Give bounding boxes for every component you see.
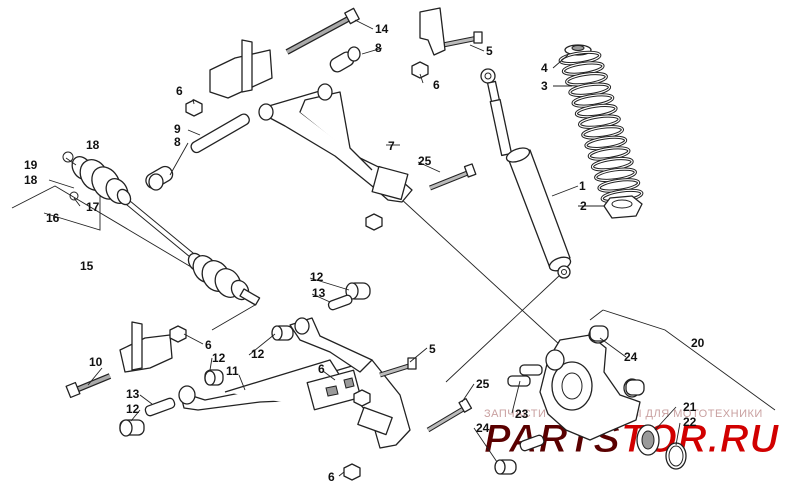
callout-12-top: 12 — [310, 270, 324, 284]
callout-13-top: 13 — [312, 286, 326, 300]
knuckle-assembly — [494, 325, 687, 475]
callout-11: 11 — [226, 364, 239, 378]
lower-mount-bracket — [119, 321, 173, 373]
callout-6-bottom: 6 — [328, 470, 335, 484]
callout-6-upper-left: 6 — [176, 84, 183, 98]
callout-24-lower: 24 — [476, 421, 490, 435]
callout-23: 23 — [515, 407, 529, 421]
drive-axle — [62, 151, 261, 306]
callout-25-lower: 25 — [476, 377, 490, 391]
callout-4: 4 — [541, 61, 548, 75]
upper-nuts — [185, 61, 429, 231]
watermark-logo-part1: PARTS — [484, 417, 621, 461]
callout-8-left: 8 — [174, 135, 181, 149]
assembly-leaders — [11, 185, 776, 411]
upper-a-arm — [258, 83, 413, 203]
callout-labels: 1 2 3 4 5 5 6 6 6 6 6 7 8 8 9 10 11 12 1… — [24, 22, 705, 484]
callout-18-left: 18 — [24, 173, 38, 187]
callout-12-left: 12 — [212, 351, 226, 365]
lower-a-arm — [178, 317, 411, 449]
callout-19: 19 — [24, 158, 38, 172]
coil-spring — [558, 44, 644, 219]
callout-12-mid: 12 — [251, 347, 265, 361]
circlip — [62, 151, 74, 163]
lower-bolts — [65, 357, 473, 433]
callout-3: 3 — [541, 79, 548, 93]
callout-10: 10 — [89, 355, 103, 369]
inner-cv-boot — [71, 156, 132, 206]
callout-9: 9 — [174, 122, 181, 136]
callout-8-upper: 8 — [375, 41, 382, 55]
shock-bracket — [419, 7, 446, 56]
callout-6-upper-right: 6 — [433, 78, 440, 92]
shock-absorber — [480, 68, 572, 279]
callout-7: 7 — [388, 139, 395, 153]
callout-20: 20 — [691, 336, 705, 350]
upper-bushings — [145, 46, 361, 191]
outer-cv-boot — [187, 252, 261, 306]
callout-24-upper: 24 — [624, 350, 638, 364]
callout-17: 17 — [86, 200, 100, 214]
callout-12-bottom: 12 — [126, 402, 140, 416]
callout-leaders — [48, 19, 681, 477]
callout-2: 2 — [580, 199, 587, 213]
callout-25-upper: 25 — [418, 154, 432, 168]
callout-14: 14 — [375, 22, 389, 36]
long-bolt-14 — [285, 7, 360, 55]
callout-16: 16 — [46, 211, 60, 225]
callout-5-upper: 5 — [486, 44, 493, 58]
callout-1: 1 — [579, 179, 586, 193]
callout-6-lower-left: 6 — [205, 338, 212, 352]
clamp-ring — [69, 191, 79, 201]
lower-bushings — [119, 282, 371, 437]
callout-15: 15 — [80, 259, 94, 273]
upper-bolts — [429, 31, 483, 191]
callout-21: 21 — [683, 400, 697, 414]
callout-5-lower: 5 — [429, 342, 436, 356]
lower-nuts — [169, 325, 371, 481]
callout-13-bottom: 13 — [126, 387, 140, 401]
upper-mount-bracket — [209, 39, 273, 99]
callout-22: 22 — [683, 415, 697, 429]
callout-18-top: 18 — [86, 138, 100, 152]
callout-6-lower-mid: 6 — [318, 362, 325, 376]
